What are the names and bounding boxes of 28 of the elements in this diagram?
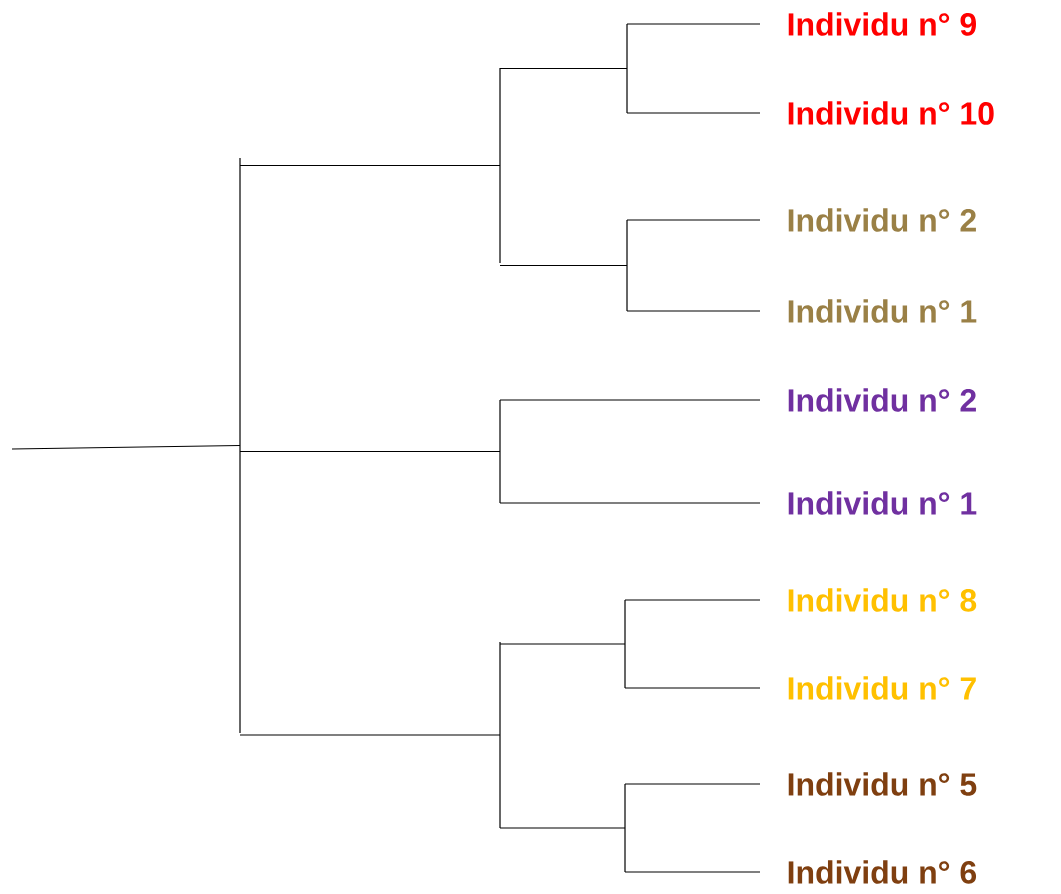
branch-line	[626, 112, 761, 114]
branch-line	[624, 599, 761, 601]
branch-line	[626, 23, 761, 25]
leaf-label: Individu n° 5	[788, 772, 977, 796]
branch-line	[239, 450, 501, 453]
leaf-label: Individu n° 10	[788, 101, 994, 125]
leaf-label: Individu n° 2	[788, 388, 976, 412]
branch-line	[624, 687, 761, 689]
branch-line	[499, 643, 626, 645]
branch-line	[11, 444, 241, 450]
branch-line	[499, 67, 628, 70]
branch-line	[624, 783, 761, 785]
leaf-label: Individu n° 9	[788, 12, 976, 36]
leaf-label: Individu n° 7	[788, 676, 976, 700]
branch-line	[239, 734, 501, 736]
leaf-label: Individu n° 1	[788, 299, 977, 323]
branch-line	[499, 502, 761, 504]
branch-line	[499, 399, 761, 401]
branch-line	[499, 827, 626, 829]
branch-line	[626, 310, 761, 312]
branch-line	[239, 164, 501, 167]
branch-line	[624, 871, 761, 873]
branch-line	[626, 219, 761, 221]
leaf-label: Individu n° 2	[788, 208, 976, 232]
branch-line	[499, 264, 628, 267]
leaf-label: Individu n° 6	[788, 860, 977, 884]
leaf-label: Individu n° 8	[788, 588, 977, 612]
leaf-label: Individu n° 1	[788, 491, 977, 515]
